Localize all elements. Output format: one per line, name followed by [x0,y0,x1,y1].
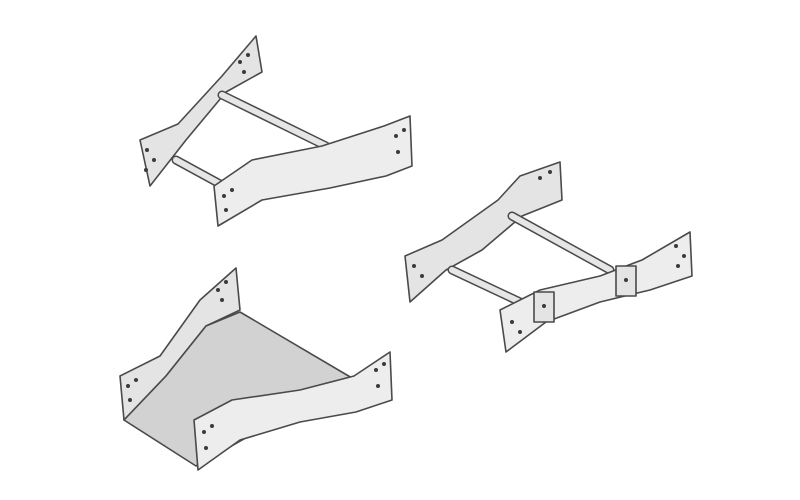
tray-reducer-bottom-left [119,267,393,471]
rung-face [219,92,329,149]
rung-face [509,213,613,273]
front-side-rail [499,231,693,353]
back-side-rail [139,35,263,187]
bolt-holes [144,53,406,212]
ladder-reducer-right [404,161,693,353]
bolt-holes [126,280,386,450]
ladder-reducer-top-left [139,35,413,227]
back-side-rail [404,161,563,303]
bolt-holes [412,170,686,334]
front-side-rail [213,115,413,227]
rung-face [173,157,223,187]
rung-face [449,267,523,305]
front-side-wall [193,351,393,471]
